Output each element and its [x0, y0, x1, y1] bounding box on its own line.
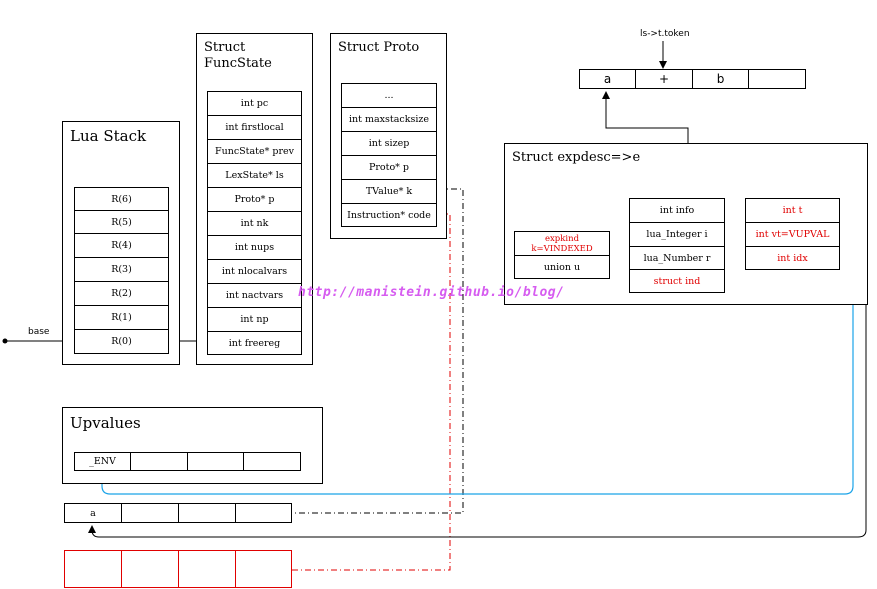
union-member: struct ind — [629, 269, 725, 293]
watermark-url: http://manistein.github.io/blog/ — [298, 285, 565, 300]
code-slot — [121, 550, 179, 588]
upvalue-slot: _ENV — [74, 452, 131, 471]
proto-field: int maxstacksize — [341, 107, 437, 132]
funcstate-field: int np — [207, 307, 302, 332]
upvalues-title: Upvalues — [70, 414, 141, 432]
stack-slot: R(1) — [74, 305, 169, 330]
proto-field: Instruction* code — [341, 203, 437, 227]
constant-slot — [235, 503, 292, 523]
funcstate-field: Proto* p — [207, 187, 302, 212]
proto-title: Struct Proto — [338, 40, 420, 55]
expdesc-title: Struct expdesc=>e — [512, 150, 641, 165]
ind-field: int idx — [745, 246, 840, 270]
expdesc-token-arrow — [602, 91, 689, 143]
token-cell: a — [579, 69, 636, 89]
upvalue-slot — [187, 452, 244, 471]
stack-slot: R(4) — [74, 233, 169, 258]
union-member: int info — [629, 198, 725, 223]
token-cell: + — [635, 69, 693, 89]
constant-slot — [178, 503, 236, 523]
lua-stack-title: Lua Stack — [70, 127, 147, 145]
ind-field: int t — [745, 198, 840, 223]
expkind-field: expkind k=VINDEXED — [514, 231, 610, 256]
proto-field: ... — [341, 83, 437, 108]
funcstate-field: int nk — [207, 211, 302, 236]
base-label: base — [28, 327, 50, 337]
stack-slot: R(3) — [74, 257, 169, 282]
funcstate-field: FuncState* prev — [207, 139, 302, 164]
upvalue-slot — [130, 452, 188, 471]
funcstate-field: LexState* ls — [207, 163, 302, 188]
constant-slot: a — [64, 503, 122, 523]
constant-slot — [121, 503, 179, 523]
proto-field: Proto* p — [341, 155, 437, 180]
stack-slot: R(2) — [74, 281, 169, 306]
funcstate-field: int freereg — [207, 331, 302, 355]
funcstate-field: int firstlocal — [207, 115, 302, 140]
proto-field: int sizep — [341, 131, 437, 156]
code-link — [292, 213, 451, 571]
union-field: union u — [514, 255, 610, 279]
upvalues-panel — [62, 407, 323, 484]
k-link — [292, 188, 464, 514]
token-cell: b — [692, 69, 749, 89]
stack-slot: R(5) — [74, 210, 169, 234]
union-member: lua_Number r — [629, 246, 725, 270]
token-cell — [748, 69, 806, 89]
stack-slot: R(0) — [74, 329, 169, 354]
funcstate-field: int pc — [207, 91, 302, 116]
funcstate-field: int nups — [207, 235, 302, 260]
code-slot — [64, 550, 122, 588]
union-member: lua_Integer i — [629, 222, 725, 247]
funcstate-title: Struct FuncState — [204, 40, 272, 71]
stack-slot: R(6) — [74, 187, 169, 211]
funcstate-field: int nlocalvars — [207, 259, 302, 284]
proto-field: TValue* k — [341, 179, 437, 204]
code-slot — [178, 550, 236, 588]
funcstate-field: int nactvars — [207, 283, 302, 308]
ind-field: int vt=VUPVAL — [745, 222, 840, 247]
upvalue-slot — [243, 452, 301, 471]
code-slot — [235, 550, 292, 588]
token-label: ls->t.token — [640, 29, 690, 39]
